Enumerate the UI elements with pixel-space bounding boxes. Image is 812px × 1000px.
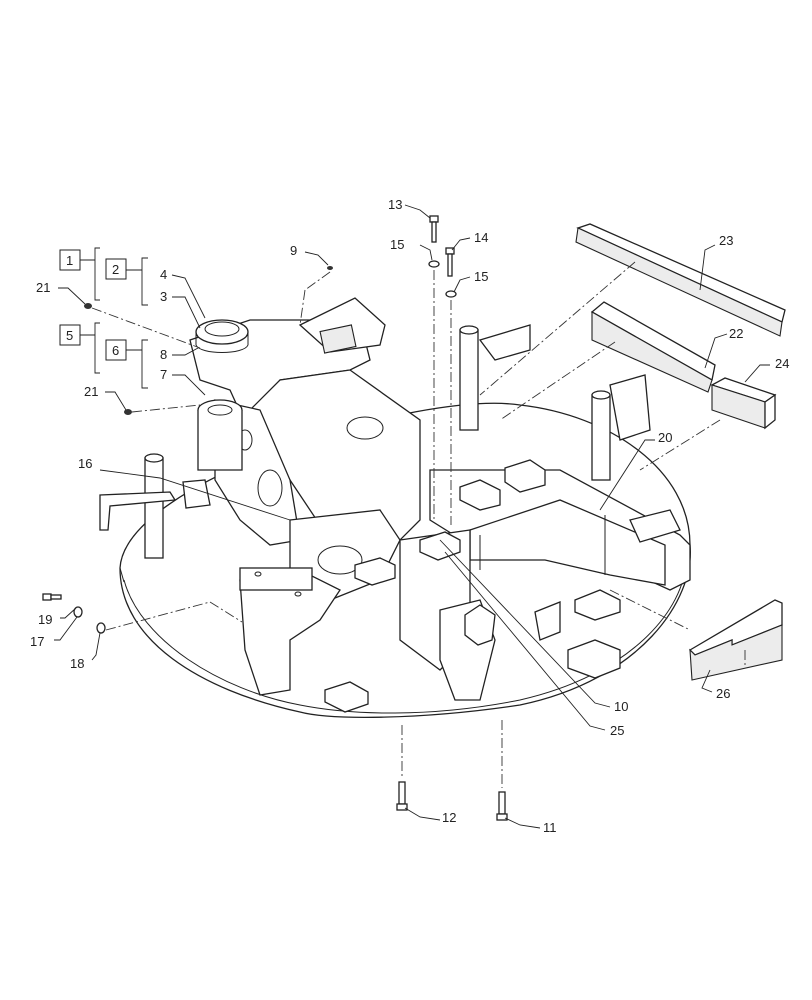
- callout-7: 7: [160, 367, 167, 382]
- callout-25: 25: [610, 723, 624, 738]
- leader-lines: [54, 204, 770, 829]
- callout-5: 5: [66, 328, 73, 343]
- callout-21-lower: 21: [84, 384, 98, 399]
- callout-8: 8: [160, 347, 167, 362]
- callout-13: 13: [388, 197, 402, 212]
- bolt-12: [396, 781, 408, 811]
- bolt-19: [42, 593, 62, 601]
- callout-4: 4: [160, 267, 167, 282]
- callout-9: 9: [290, 243, 297, 258]
- lower-pivot: [197, 399, 243, 471]
- callout-21-upper: 21: [36, 280, 50, 295]
- nut-9: [327, 266, 333, 270]
- post-center: [459, 325, 479, 431]
- bolt-11: [496, 791, 508, 821]
- callout-labels: 1 2 4 3 5 6 8 7 9 21 21 16 13 14 15 15 2…: [30, 197, 789, 835]
- bolt-13: [429, 215, 439, 243]
- callout-23: 23: [719, 233, 733, 248]
- callout-17: 17: [30, 634, 44, 649]
- callout-22: 22: [729, 326, 743, 341]
- washer-15b: [445, 290, 457, 298]
- callout-3: 3: [160, 289, 167, 304]
- callout-18: 18: [70, 656, 84, 671]
- post-right: [591, 390, 611, 481]
- brackets: [99, 324, 681, 641]
- callout-12: 12: [442, 810, 456, 825]
- weight-block-24: [710, 377, 777, 430]
- group-bracket-lower: [59, 322, 148, 389]
- callout-16: 16: [78, 456, 92, 471]
- nut-21a: [84, 303, 92, 309]
- post-left: [144, 453, 164, 559]
- bolt-14: [445, 247, 455, 277]
- callout-2: 2: [112, 262, 119, 277]
- callout-20: 20: [658, 430, 672, 445]
- callout-10: 10: [614, 699, 628, 714]
- callout-26: 26: [716, 686, 730, 701]
- nut-21b: [124, 409, 132, 415]
- front-frame: [239, 567, 341, 696]
- callout-1: 1: [66, 253, 73, 268]
- boom-pivot-boss: [195, 319, 249, 353]
- callout-15-right: 15: [474, 269, 488, 284]
- callout-6: 6: [112, 343, 119, 358]
- washer-17: [73, 606, 83, 618]
- callout-19: 19: [38, 612, 52, 627]
- nut-18: [96, 622, 106, 634]
- group-bracket-upper: [59, 247, 148, 306]
- counterweight-bar-23: [575, 223, 786, 337]
- callout-15-left: 15: [390, 237, 404, 252]
- mounting-pads: [324, 459, 621, 713]
- callout-box-2: [105, 258, 127, 280]
- washer-15a: [428, 260, 440, 268]
- callout-14: 14: [474, 230, 488, 245]
- callout-24: 24: [775, 356, 789, 371]
- weight-block-22: [590, 301, 716, 393]
- weight-block-26: [688, 599, 783, 681]
- callout-11: 11: [543, 820, 557, 835]
- alignment-lines: [91, 261, 746, 788]
